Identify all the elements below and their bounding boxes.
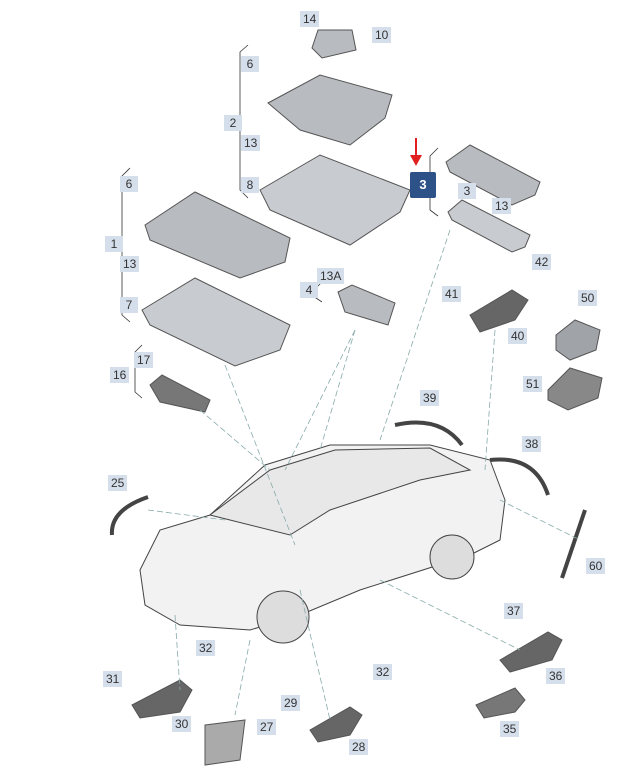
callout-25[interactable]: 25 (108, 475, 128, 491)
part-36 (499, 631, 563, 673)
callout-41[interactable]: 41 (442, 286, 462, 302)
callout-28[interactable]: 28 (349, 739, 369, 755)
callout-2[interactable]: 2 (224, 115, 242, 131)
callout-60[interactable]: 60 (586, 558, 606, 574)
red-arrow-icon (410, 138, 422, 166)
callout-16[interactable]: 16 (110, 367, 130, 383)
callout-50[interactable]: 50 (578, 290, 598, 306)
part-1 (144, 191, 291, 279)
car-roof (208, 447, 472, 536)
part-50 (555, 319, 601, 361)
callout-13A[interactable]: 13A (317, 268, 345, 284)
car-body (139, 444, 506, 631)
part-3-housing (445, 144, 541, 206)
part-3-frame (447, 199, 531, 253)
callout-7[interactable]: 7 (120, 297, 138, 313)
callout-30[interactable]: 30 (172, 716, 192, 732)
callout-51[interactable]: 51 (523, 376, 543, 392)
part-30 (131, 679, 193, 719)
callout-37[interactable]: 37 (504, 603, 524, 619)
callout-13[interactable]: 13 (241, 135, 261, 151)
part-7 (141, 277, 291, 367)
callout-6[interactable]: 6 (241, 56, 259, 72)
part-38 (489, 457, 550, 496)
part-60 (560, 509, 587, 579)
callout-36[interactable]: 36 (546, 668, 566, 684)
part-28 (309, 706, 363, 743)
part-27 (204, 719, 246, 766)
part-40 (469, 289, 529, 333)
car-wheel-rear (429, 534, 475, 580)
part-8 (259, 154, 411, 246)
callout-6[interactable]: 6 (120, 176, 138, 192)
callout-8[interactable]: 8 (241, 177, 259, 193)
part-39 (394, 420, 464, 447)
callout-35[interactable]: 35 (500, 721, 520, 737)
callout-1[interactable]: 1 (105, 236, 123, 252)
callout-40[interactable]: 40 (508, 328, 528, 344)
callout-32[interactable]: 32 (196, 640, 216, 656)
callout-17[interactable]: 17 (134, 352, 154, 368)
callout-29[interactable]: 29 (281, 695, 301, 711)
part-25 (109, 495, 149, 536)
leader-lines (147, 229, 581, 721)
part-16 (149, 374, 211, 413)
part-51 (547, 367, 603, 411)
highlighted-callout-3[interactable]: 3 (410, 172, 436, 198)
callout-27[interactable]: 27 (257, 719, 277, 735)
callout-14[interactable]: 14 (300, 11, 320, 27)
part-10 (311, 29, 357, 59)
callout-32[interactable]: 32 (373, 664, 393, 680)
callout-13[interactable]: 13 (492, 198, 512, 214)
car-wheel-front (256, 590, 310, 644)
callout-10[interactable]: 10 (372, 27, 392, 43)
callout-38[interactable]: 38 (522, 436, 542, 452)
callout-3[interactable]: 3 (458, 183, 476, 199)
part-4 (337, 284, 396, 326)
callout-39[interactable]: 39 (420, 390, 440, 406)
callout-4[interactable]: 4 (300, 282, 318, 298)
part-2 (267, 74, 393, 146)
part-35 (475, 687, 526, 719)
callout-31[interactable]: 31 (103, 671, 123, 687)
callout-13[interactable]: 13 (120, 256, 140, 272)
callout-42[interactable]: 42 (532, 254, 552, 270)
